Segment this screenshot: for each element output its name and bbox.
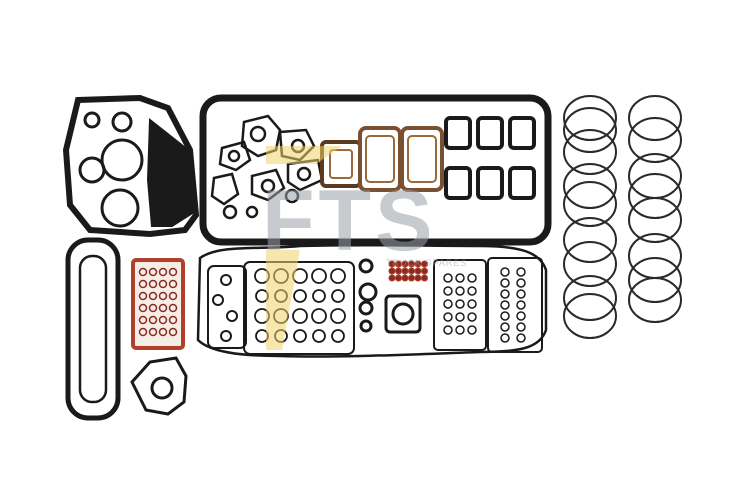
red-seal-plate: [131, 258, 185, 350]
seal-ring: [138, 267, 148, 277]
seal-ring: [158, 291, 168, 301]
stem-seal: [388, 274, 396, 282]
head-hole: [500, 322, 510, 332]
stem-seal: [401, 274, 409, 282]
stem-seal: [421, 260, 428, 268]
head-hole: [455, 312, 465, 322]
head-hole: [455, 286, 465, 296]
head-hole: [293, 329, 307, 343]
exhaust-manifold-gaskets: [320, 126, 444, 192]
seal-ring: [148, 291, 158, 301]
cylinder-head-gasket-right: [487, 257, 543, 353]
head-hole: [500, 300, 510, 310]
stem-seal: [408, 274, 415, 282]
seal-ring: [148, 315, 158, 325]
oil-cooler-gasket: [65, 237, 121, 421]
head-hole: [312, 329, 326, 343]
head-hole: [500, 333, 510, 343]
head-hole: [312, 289, 326, 303]
head-hole: [311, 308, 327, 324]
head-hole: [467, 299, 477, 309]
stem-seal: [421, 274, 428, 282]
head-hole: [330, 308, 346, 324]
piston-rings-right-stack: [628, 95, 682, 323]
o-ring-column: [358, 258, 378, 333]
seal-ring: [148, 303, 158, 313]
seal-ring: [168, 303, 178, 313]
head-hole: [331, 289, 345, 303]
head-hole: [455, 299, 465, 309]
head-hole: [516, 278, 526, 288]
head-hole: [455, 273, 465, 283]
stem-seal: [421, 267, 428, 275]
valve-stem-seals: [388, 260, 428, 282]
head-hole: [455, 325, 465, 335]
head-hole: [443, 325, 453, 335]
head-hole: [516, 311, 526, 321]
watermark-tagline: TRUCK SPARES: [386, 258, 467, 268]
valve-cover-gasket: [199, 94, 552, 246]
seal-ring: [168, 267, 178, 277]
piston-rings-left-stack: [563, 95, 617, 339]
head-hole: [293, 289, 307, 303]
seal-ring: [158, 315, 168, 325]
head-hole: [500, 289, 510, 299]
head-hole: [443, 286, 453, 296]
seal-ring: [158, 279, 168, 289]
oil-pan-gasket: [196, 243, 548, 358]
head-hole: [516, 267, 526, 277]
seal-ring: [148, 279, 158, 289]
seal-ring: [168, 315, 178, 325]
watermark-accent-shape: [266, 146, 342, 164]
head-hole: [330, 268, 346, 284]
head-hole: [311, 268, 327, 284]
head-hole: [467, 325, 477, 335]
head-hole: [516, 300, 526, 310]
seal-ring: [148, 267, 158, 277]
seal-ring: [168, 327, 178, 337]
water-pump-gasket: [130, 356, 188, 416]
seal-ring: [148, 327, 158, 337]
watermark-text: FTS: [262, 173, 436, 269]
seal-ring: [158, 267, 168, 277]
head-hole: [467, 286, 477, 296]
head-hole: [467, 312, 477, 322]
seal-ring: [138, 291, 148, 301]
head-hole: [500, 267, 510, 277]
seal-ring: [138, 327, 148, 337]
head-hole: [500, 311, 510, 321]
seal-ring: [168, 279, 178, 289]
head-hole: [443, 299, 453, 309]
seal-ring: [168, 291, 178, 301]
head-hole: [500, 278, 510, 288]
cylinder-head-gasket-center: [433, 259, 487, 351]
head-hole: [443, 273, 453, 283]
head-hole: [516, 333, 526, 343]
head-hole: [331, 329, 345, 343]
seal-ring: [138, 315, 148, 325]
stem-seal: [414, 274, 422, 282]
seal-ring: [158, 327, 168, 337]
seal-ring: [138, 279, 148, 289]
intake-port-gaskets: [444, 116, 536, 200]
head-hole: [292, 308, 308, 324]
watermark-accent-shape: [266, 250, 300, 350]
stem-seal: [395, 274, 402, 282]
head-hole: [443, 312, 453, 322]
seal-ring: [158, 303, 168, 313]
flange-gasket: [384, 294, 422, 334]
head-hole: [467, 273, 477, 283]
watermark-logo: FTS TRUCK SPARES: [262, 146, 467, 350]
head-hole: [516, 322, 526, 332]
timing-cover-gasket: [62, 94, 200, 238]
head-hole: [516, 289, 526, 299]
seal-ring: [138, 303, 148, 313]
